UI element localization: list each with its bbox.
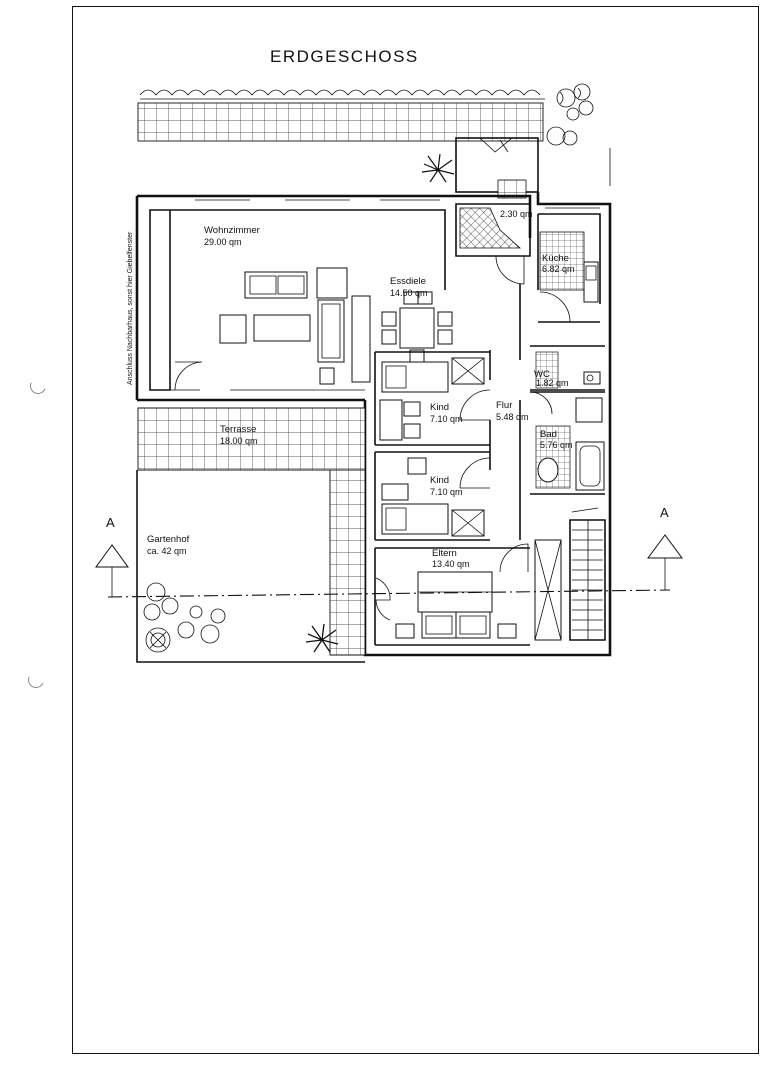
room-name-bad: Bad	[540, 429, 557, 440]
section-label-left: A	[106, 515, 115, 530]
shrub-top	[421, 153, 455, 183]
bath-room	[529, 391, 605, 495]
staircase	[569, 507, 606, 641]
kind-2-room	[374, 451, 491, 541]
terrace-door	[174, 361, 203, 391]
hedge	[139, 89, 545, 100]
wc-room	[530, 345, 605, 391]
room-area-kind-1: 7.10 qm	[430, 414, 463, 424]
kind-1-room	[374, 351, 491, 446]
windows-north	[195, 195, 600, 209]
room-name-flur: Flur	[496, 400, 512, 411]
drawing-sheet	[72, 6, 759, 1054]
room-area-kind-2: 7.10 qm	[430, 487, 463, 497]
shrub-garden	[305, 623, 339, 653]
section-arrow-right	[647, 534, 683, 559]
room-name-kind-2: Kind	[430, 475, 449, 486]
section-line	[107, 589, 671, 598]
room-name-wc: WC	[534, 369, 550, 380]
room-name-gartenhof: Gartenhof	[147, 534, 190, 545]
room-name-kind-1: Kind	[430, 402, 449, 413]
garden-boundary	[136, 470, 365, 663]
interior-walls	[489, 284, 521, 540]
dining-table	[381, 291, 453, 363]
entrance-canopy	[479, 137, 513, 153]
door-mat	[497, 179, 527, 199]
room-name-kueche: Küche	[542, 253, 569, 264]
room-name-wohnzimmer: Wohnzimmer	[204, 225, 260, 236]
room-area-wc: 1.82 qm	[536, 378, 569, 388]
sheet-title: ERDGESCHOSS	[270, 47, 419, 66]
kitchen	[537, 213, 601, 323]
entrance-porch	[455, 137, 539, 193]
room-area-bad: 5.76 qm	[540, 440, 573, 450]
bushes-top-right	[546, 83, 594, 146]
room-area-gartenhof: ca. 42 qm	[147, 546, 187, 556]
section-label-right: A	[660, 505, 669, 520]
room-area-eltern: 13.40 qm	[432, 559, 470, 569]
room-area-terrasse: 18.00 qm	[220, 436, 258, 446]
room-area-essdiele: 14.50 qm	[390, 288, 428, 298]
room-area-wohnzimmer: 29.00 qm	[204, 237, 242, 247]
room-area-kueche: 6.82 qm	[542, 264, 575, 274]
entry-hall	[455, 203, 531, 285]
section-arrow-left	[95, 544, 129, 568]
room-area-flur: 5.48 qm	[496, 412, 529, 422]
room-name-eltern: Eltern	[432, 548, 457, 559]
garden-path-tiles	[329, 469, 366, 656]
paved-path-top	[137, 102, 544, 142]
room-name-terrasse: Terrasse	[220, 424, 256, 435]
room-name-essdiele: Essdiele	[390, 276, 426, 287]
room-area-windfang: 2.30 qm	[500, 209, 533, 219]
neighbour-note: Anschluss Nachbarhaus, sonst hier Giebel…	[127, 231, 134, 385]
storage-cross	[534, 539, 562, 641]
bushes-garden	[143, 582, 226, 653]
sofa-group	[219, 267, 371, 385]
